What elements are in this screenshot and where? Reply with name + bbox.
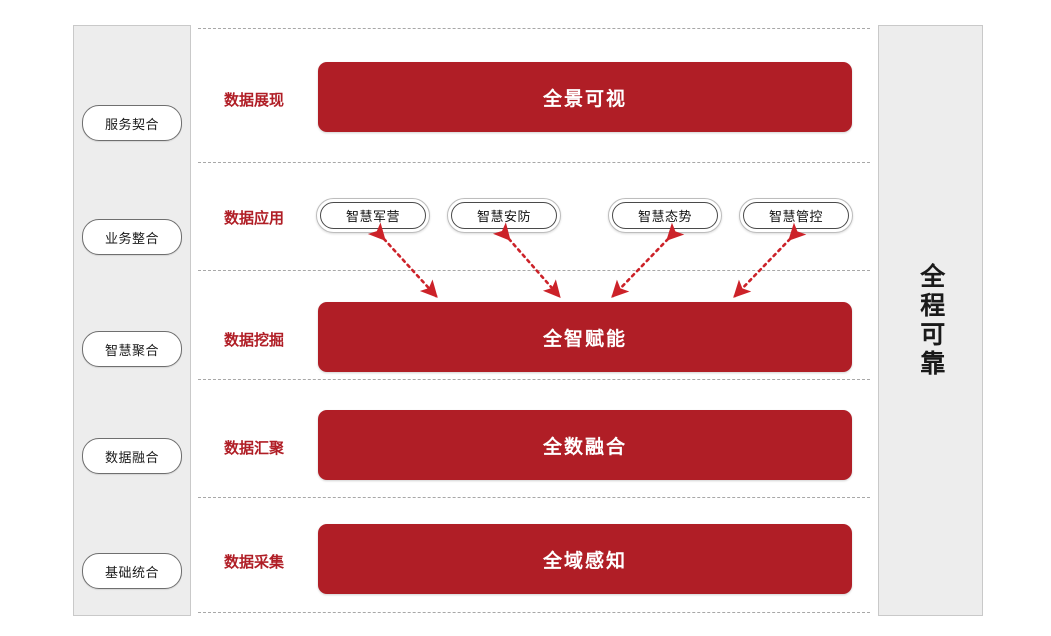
capability-pill-4[interactable]: 基础统合	[82, 553, 182, 589]
capability-pill-label: 基础统合	[104, 564, 159, 580]
capability-pill-label: 智慧聚合	[104, 342, 159, 358]
capability-bar-label: 全景可视	[542, 88, 627, 110]
capability-pill-1[interactable]: 业务整合	[82, 219, 182, 255]
capability-pill-label: 服务契合	[104, 116, 159, 132]
capability-pill-label: 数据融合	[104, 449, 159, 465]
application-pill-label: 智慧安防	[476, 209, 531, 224]
row-separator-0	[198, 28, 870, 29]
stage-label-2: 数据挖掘	[223, 332, 284, 349]
row-separator-2	[198, 270, 870, 271]
link-arrow-1	[492, 222, 561, 298]
capability-bar-visualization[interactable]: 全景可视	[318, 62, 852, 132]
application-pill-ring: 智慧军营	[320, 202, 426, 229]
stage-label-3: 数据汇聚	[223, 440, 284, 457]
reliability-panel: 全程可靠	[878, 25, 983, 616]
stage-label-1: 数据应用	[223, 210, 284, 227]
link-arrow-3	[733, 222, 807, 298]
application-pill-label: 智慧态势	[637, 209, 692, 224]
row-separator-1	[198, 162, 870, 163]
link-arrow-2	[611, 222, 685, 298]
application-pill-2[interactable]: 智慧态势	[608, 198, 722, 233]
application-pill-label: 智慧管控	[768, 209, 823, 224]
reliability-slogan: 全程可靠	[879, 26, 982, 615]
capability-pill-0[interactable]: 服务契合	[82, 105, 182, 141]
application-pill-ring: 智慧安防	[451, 202, 557, 229]
reliability-slogan-text: 全程可靠	[916, 262, 945, 379]
row-separator-5	[198, 612, 870, 613]
application-pill-ring: 智慧态势	[612, 202, 718, 229]
stage-label-0: 数据展现	[223, 92, 284, 109]
application-pill-ring: 智慧管控	[743, 202, 849, 229]
capability-pill-label: 业务整合	[104, 230, 159, 246]
capability-pill-3[interactable]: 数据融合	[82, 438, 182, 474]
capability-bar-label: 全数融合	[542, 436, 627, 458]
link-arrow-0	[367, 222, 438, 298]
capability-bar-intelligence[interactable]: 全智赋能	[318, 302, 852, 372]
application-pill-1[interactable]: 智慧安防	[447, 198, 561, 233]
capability-bar-label: 全域感知	[542, 550, 627, 572]
capability-panel: 服务契合 业务整合 智慧聚合 数据融合 基础统合	[73, 25, 191, 616]
application-pill-3[interactable]: 智慧管控	[739, 198, 853, 233]
application-pill-label: 智慧军营	[345, 209, 400, 224]
stage-label-4: 数据采集	[223, 554, 284, 571]
capability-bar-convergence[interactable]: 全数融合	[318, 410, 852, 480]
row-separator-3	[198, 379, 870, 380]
capability-pill-2[interactable]: 智慧聚合	[82, 331, 182, 367]
capability-bar-label: 全智赋能	[542, 328, 627, 350]
application-pill-0[interactable]: 智慧军营	[316, 198, 430, 233]
row-separator-4	[198, 497, 870, 498]
capability-bar-sensing[interactable]: 全域感知	[318, 524, 852, 594]
